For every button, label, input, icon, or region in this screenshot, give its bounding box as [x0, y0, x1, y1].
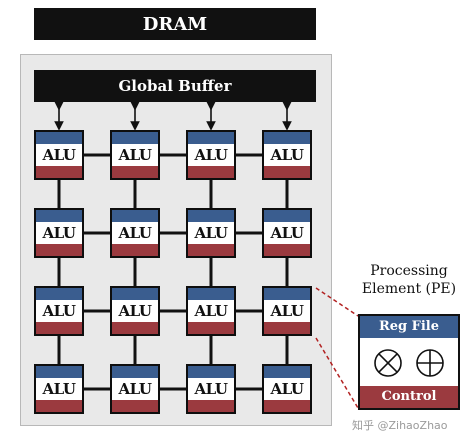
alu-label: ALU [270, 380, 304, 398]
alu-top-band [112, 210, 158, 222]
alu-bottom-band [112, 244, 158, 256]
pe-caption-line2: Element (PE) [361, 281, 457, 297]
alu-bottom-band [112, 400, 158, 412]
alu-bottom-band [188, 400, 234, 412]
global-buffer-block: Global Buffer [34, 70, 316, 102]
alu-label: ALU [270, 224, 304, 242]
alu-top-band [112, 288, 158, 300]
alu-bottom-band [112, 322, 158, 334]
pe-operators [360, 338, 458, 388]
alu-block: ALU [34, 208, 84, 258]
alu-bottom-band [112, 166, 158, 178]
alu-bottom-band [36, 244, 82, 256]
pe-caption-line1: Processing [370, 263, 448, 279]
alu-top-band [264, 366, 310, 378]
alu-block: ALU [262, 130, 312, 180]
alu-block: ALU [262, 364, 312, 414]
alu-label: ALU [42, 380, 76, 398]
alu-block: ALU [34, 130, 84, 180]
alu-top-band [188, 132, 234, 144]
alu-label: ALU [42, 302, 76, 320]
alu-top-band [36, 366, 82, 378]
alu-top-band [36, 132, 82, 144]
alu-bottom-band [264, 322, 310, 334]
alu-bottom-band [188, 244, 234, 256]
alu-bottom-band [36, 322, 82, 334]
alu-label: ALU [194, 224, 228, 242]
alu-label: ALU [270, 302, 304, 320]
alu-block: ALU [186, 208, 236, 258]
alu-top-band [188, 366, 234, 378]
alu-top-band [112, 366, 158, 378]
alu-block: ALU [262, 208, 312, 258]
alu-top-band [264, 288, 310, 300]
alu-top-band [188, 210, 234, 222]
alu-block: ALU [262, 286, 312, 336]
alu-bottom-band [36, 166, 82, 178]
alu-block: ALU [186, 364, 236, 414]
add-icon [416, 349, 444, 377]
alu-top-band [36, 288, 82, 300]
dram-block: DRAM [34, 8, 316, 40]
alu-bottom-band [188, 322, 234, 334]
alu-block: ALU [110, 130, 160, 180]
alu-label: ALU [118, 380, 152, 398]
alu-label: ALU [194, 146, 228, 164]
alu-label: ALU [194, 380, 228, 398]
watermark-text: 知乎 @ZihaoZhao [352, 419, 448, 432]
alu-block: ALU [186, 286, 236, 336]
reg-file-section: Reg File [360, 316, 458, 338]
alu-top-band [112, 132, 158, 144]
alu-top-band [188, 288, 234, 300]
alu-label: ALU [42, 146, 76, 164]
alu-label: ALU [118, 302, 152, 320]
alu-bottom-band [36, 400, 82, 412]
alu-top-band [264, 132, 310, 144]
alu-bottom-band [264, 166, 310, 178]
alu-block: ALU [110, 286, 160, 336]
control-section: Control [360, 386, 458, 408]
alu-bottom-band [188, 166, 234, 178]
alu-label: ALU [118, 224, 152, 242]
alu-block: ALU [110, 208, 160, 258]
alu-top-band [36, 210, 82, 222]
alu-label: ALU [194, 302, 228, 320]
alu-bottom-band [264, 244, 310, 256]
alu-block: ALU [34, 364, 84, 414]
alu-block: ALU [34, 286, 84, 336]
alu-block: ALU [186, 130, 236, 180]
alu-top-band [264, 210, 310, 222]
pe-caption: Processing Element (PE) [344, 262, 474, 298]
multiply-icon [374, 349, 402, 377]
alu-label: ALU [118, 146, 152, 164]
alu-bottom-band [264, 400, 310, 412]
alu-block: ALU [110, 364, 160, 414]
alu-label: ALU [270, 146, 304, 164]
alu-label: ALU [42, 224, 76, 242]
pe-link-upper [315, 287, 359, 317]
pe-detail-box: Reg File Control [358, 314, 460, 410]
pe-link-lower [315, 337, 359, 409]
